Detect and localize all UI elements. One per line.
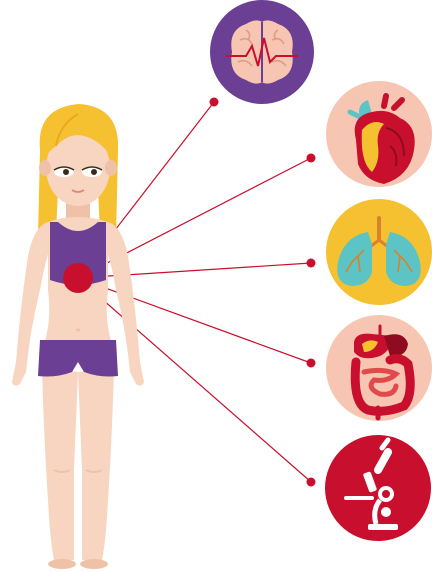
microscope-icon[interactable]: [325, 435, 431, 541]
right-foot: [80, 559, 108, 569]
navel: [76, 329, 80, 332]
heart-icon[interactable]: [326, 81, 432, 187]
girl-figure: [12, 104, 144, 569]
chest-target-dot[interactable]: [63, 263, 93, 293]
shorts: [38, 340, 118, 377]
right-leg: [78, 368, 114, 560]
lungs-icon[interactable]: [326, 199, 432, 305]
brain-icon[interactable]: [210, 0, 314, 104]
connector-dots: [210, 98, 316, 487]
digestive-system-icon[interactable]: [326, 315, 432, 421]
left-leg: [42, 368, 78, 560]
left-foot: [48, 559, 76, 569]
